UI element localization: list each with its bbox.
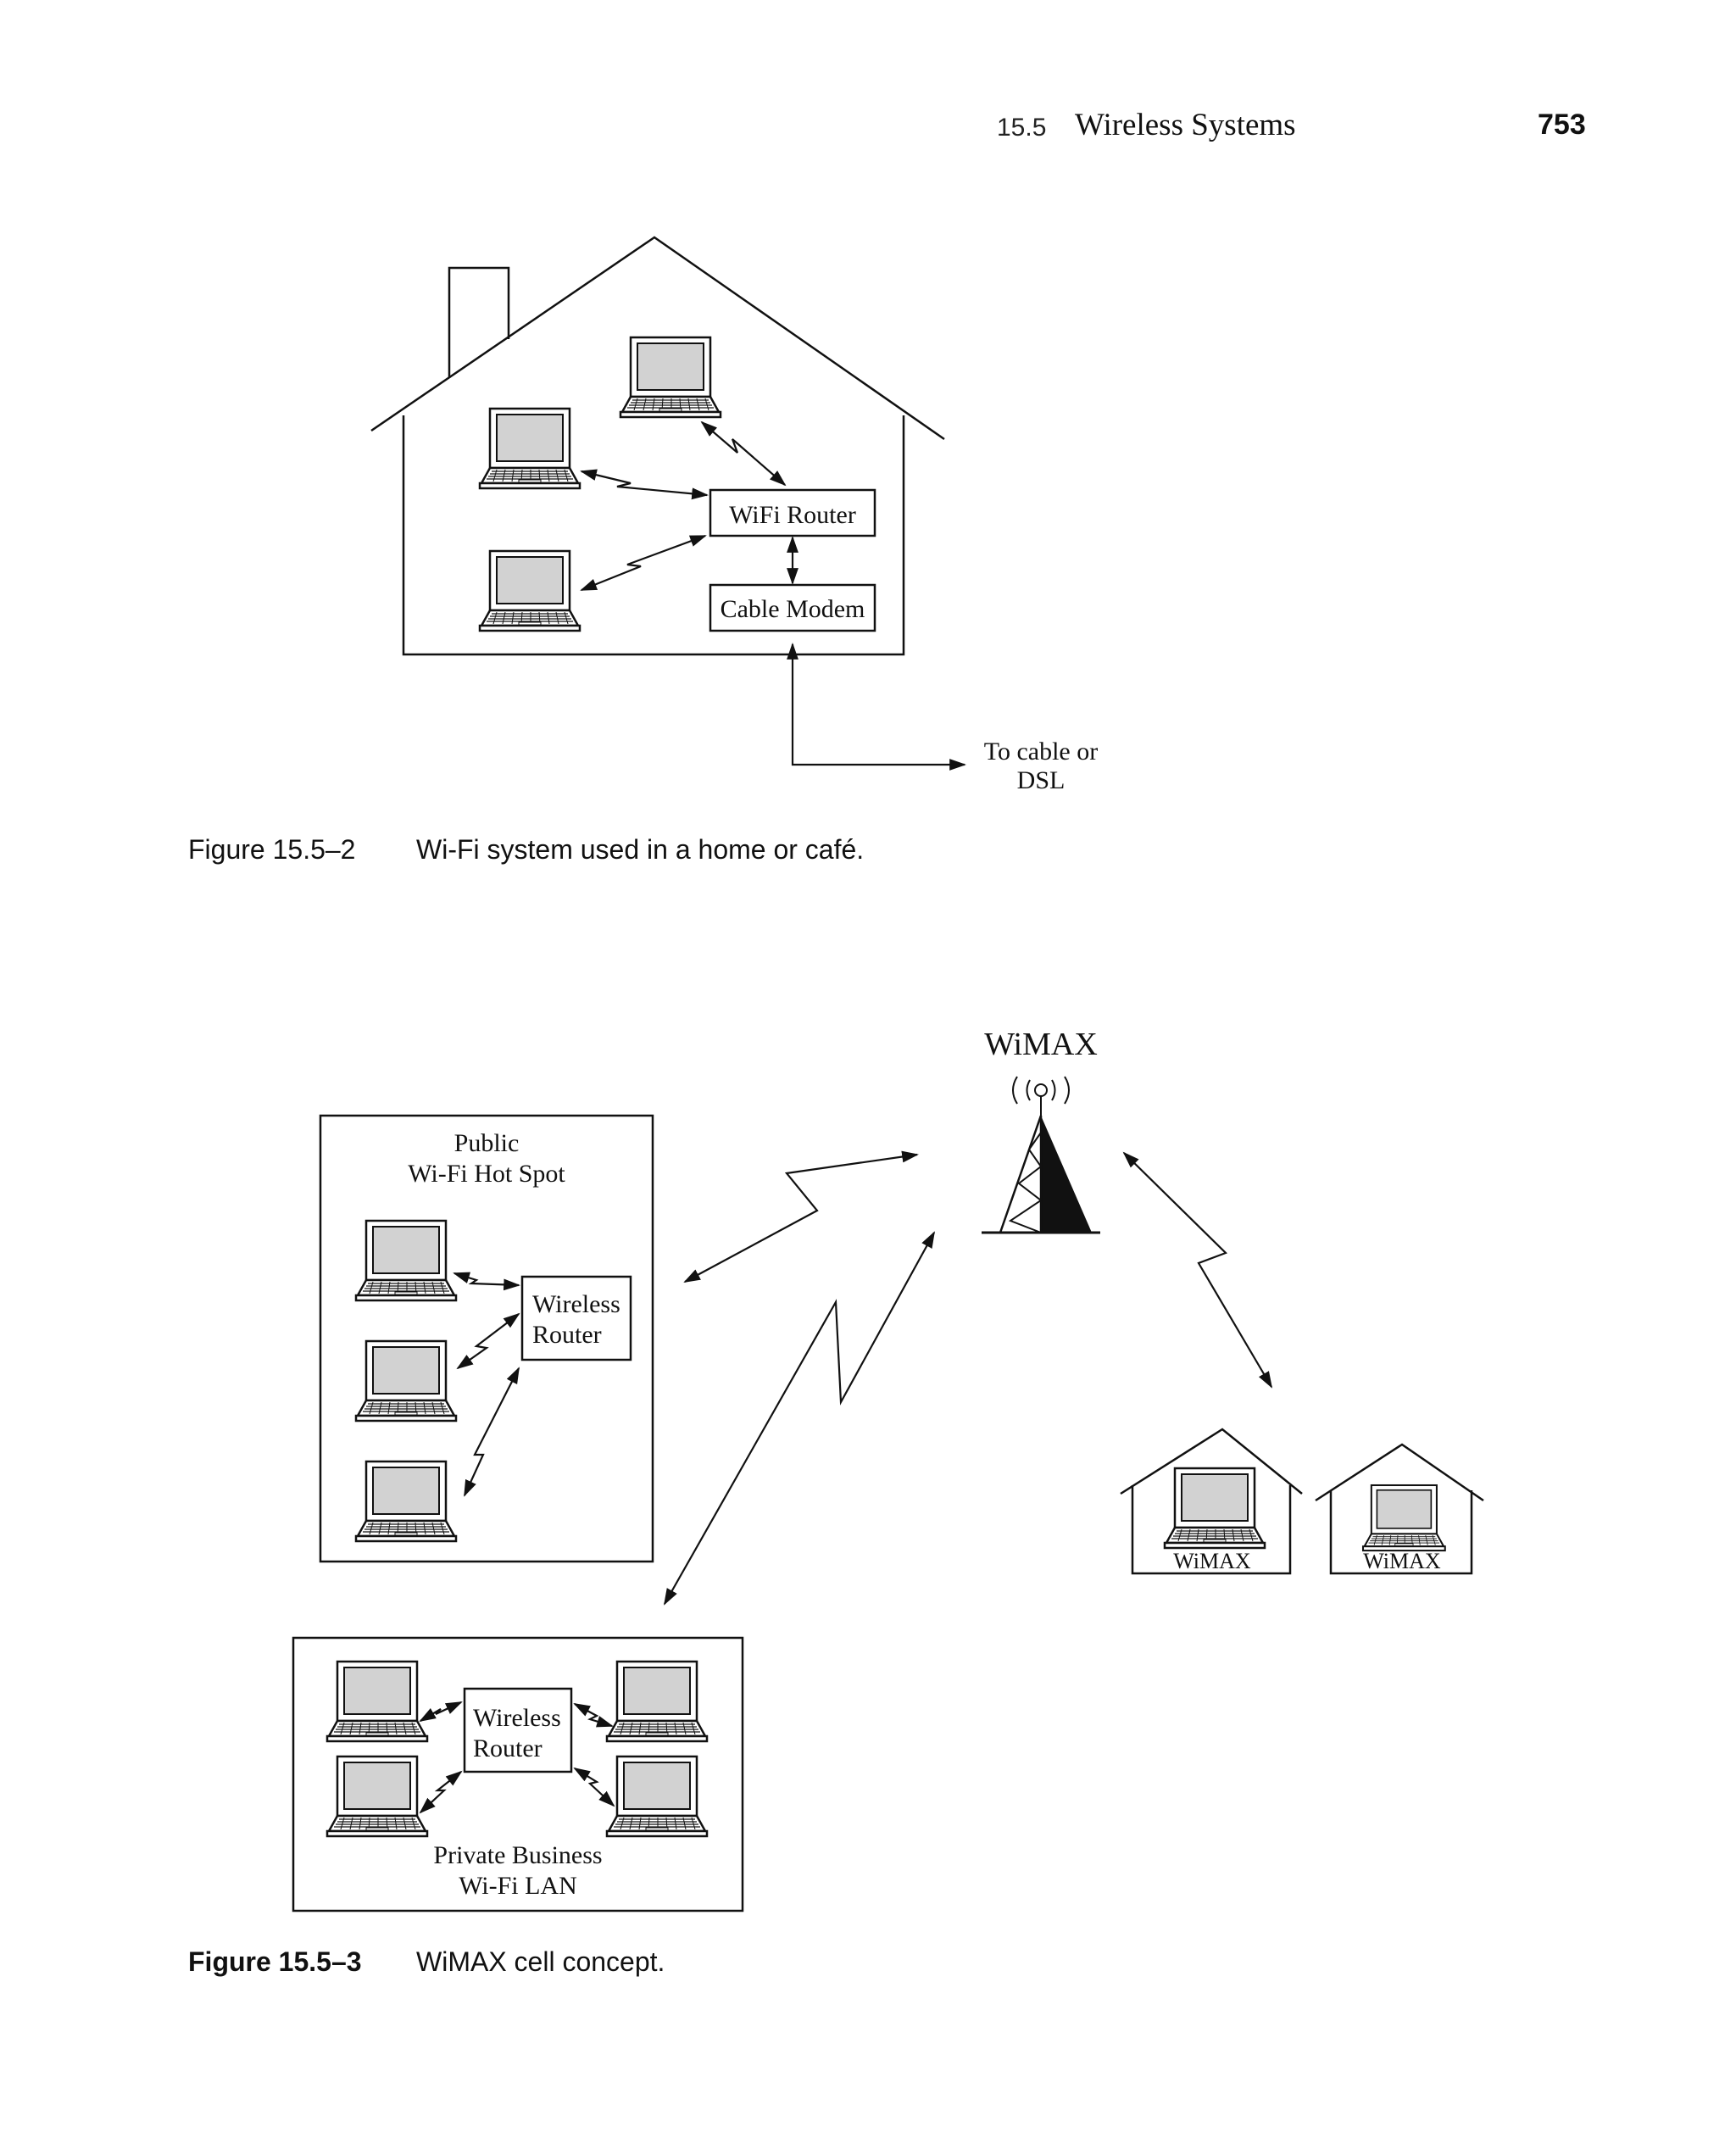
wireless-link	[453, 1272, 520, 1291]
cable-modem-box	[709, 583, 876, 632]
laptop-icon	[354, 1339, 458, 1422]
business-title-line1: Private Business	[433, 1841, 602, 1869]
destination-label-line1: To cable or	[984, 738, 1099, 766]
hotspot-router-box	[520, 1275, 632, 1361]
caption-number: Figure 15.5–2	[188, 834, 356, 865]
hotspot-title-line1: Public	[454, 1129, 520, 1157]
home-label: WiMAX	[1363, 1549, 1441, 1573]
business-title-line2: Wi-Fi LAN	[459, 1872, 577, 1900]
figure-15-5-2: WiFi Router Cable Modem To cable or DSL	[370, 236, 1099, 794]
wimax-link-homes	[1122, 1151, 1273, 1389]
laptop-icon	[1361, 1484, 1446, 1552]
wireless-link	[456, 1312, 520, 1370]
uplink-line	[787, 643, 966, 771]
wireless-link	[464, 1367, 520, 1497]
caption-text: WiMAX cell concept.	[416, 1946, 665, 1977]
wimax-tower: WiMAX	[982, 1027, 1100, 1234]
wimax-link-hotspot	[683, 1150, 919, 1283]
wireless-link	[419, 1701, 463, 1722]
wireless-link	[573, 1767, 615, 1807]
home-label: WiMAX	[1173, 1549, 1251, 1573]
laptop-icon	[354, 1460, 458, 1543]
laptop-icon	[605, 1660, 709, 1743]
laptop-icon	[1163, 1467, 1266, 1550]
hotspot-title-line2: Wi-Fi Hot Spot	[408, 1160, 565, 1188]
figure-15-5-3: WiMAX Public Wi-Fi Hot Spot Wireless Rou…	[292, 1027, 1484, 1912]
wifi-router-label: WiFi Router	[729, 501, 856, 529]
figure-caption: Figure 15.5–2 Wi-Fi system used in a hom…	[188, 834, 1036, 871]
wireless-link	[580, 534, 707, 592]
laptop-icon	[619, 336, 722, 419]
hotspot-router-label-line1: Wireless	[532, 1290, 620, 1318]
wireless-link	[419, 1770, 463, 1814]
wimax-link-business	[664, 1231, 935, 1606]
laptop-icon	[478, 549, 581, 632]
caption-number: Figure 15.5–3	[188, 1946, 362, 1977]
caption-text: Wi-Fi system used in a home or café.	[416, 834, 865, 865]
laptop-icon	[478, 407, 581, 490]
destination-label-line2: DSL	[1017, 766, 1066, 794]
section-title: Wireless Systems	[1075, 108, 1296, 142]
business-router-label-line1: Wireless	[473, 1704, 561, 1732]
house-outline	[370, 236, 945, 656]
laptop-icon	[354, 1219, 458, 1302]
laptop-icon	[605, 1755, 709, 1838]
wimax-home: WiMAX	[1315, 1443, 1484, 1575]
wireless-link	[700, 420, 787, 487]
wireless-link	[573, 1703, 614, 1728]
section-number: 15.5	[997, 114, 1047, 142]
cable-modem-label: Cable Modem	[721, 595, 865, 623]
hotspot-router-label-line2: Router	[532, 1321, 602, 1349]
business-router-label-line2: Router	[473, 1734, 542, 1762]
running-header: 15.5 Wireless Systems 753	[0, 107, 1736, 149]
business-router-box	[463, 1687, 573, 1773]
wimax-tower-label: WiMAX	[984, 1027, 1098, 1062]
figure-caption: Figure 15.5–3 WiMAX cell concept.	[188, 1946, 1036, 1984]
laptop-icon	[326, 1755, 429, 1838]
laptop-icon	[326, 1660, 429, 1743]
wireless-link	[580, 469, 709, 500]
wimax-home: WiMAX	[1120, 1428, 1303, 1575]
page-number: 753	[1538, 109, 1586, 141]
wifi-router-box	[709, 488, 876, 537]
